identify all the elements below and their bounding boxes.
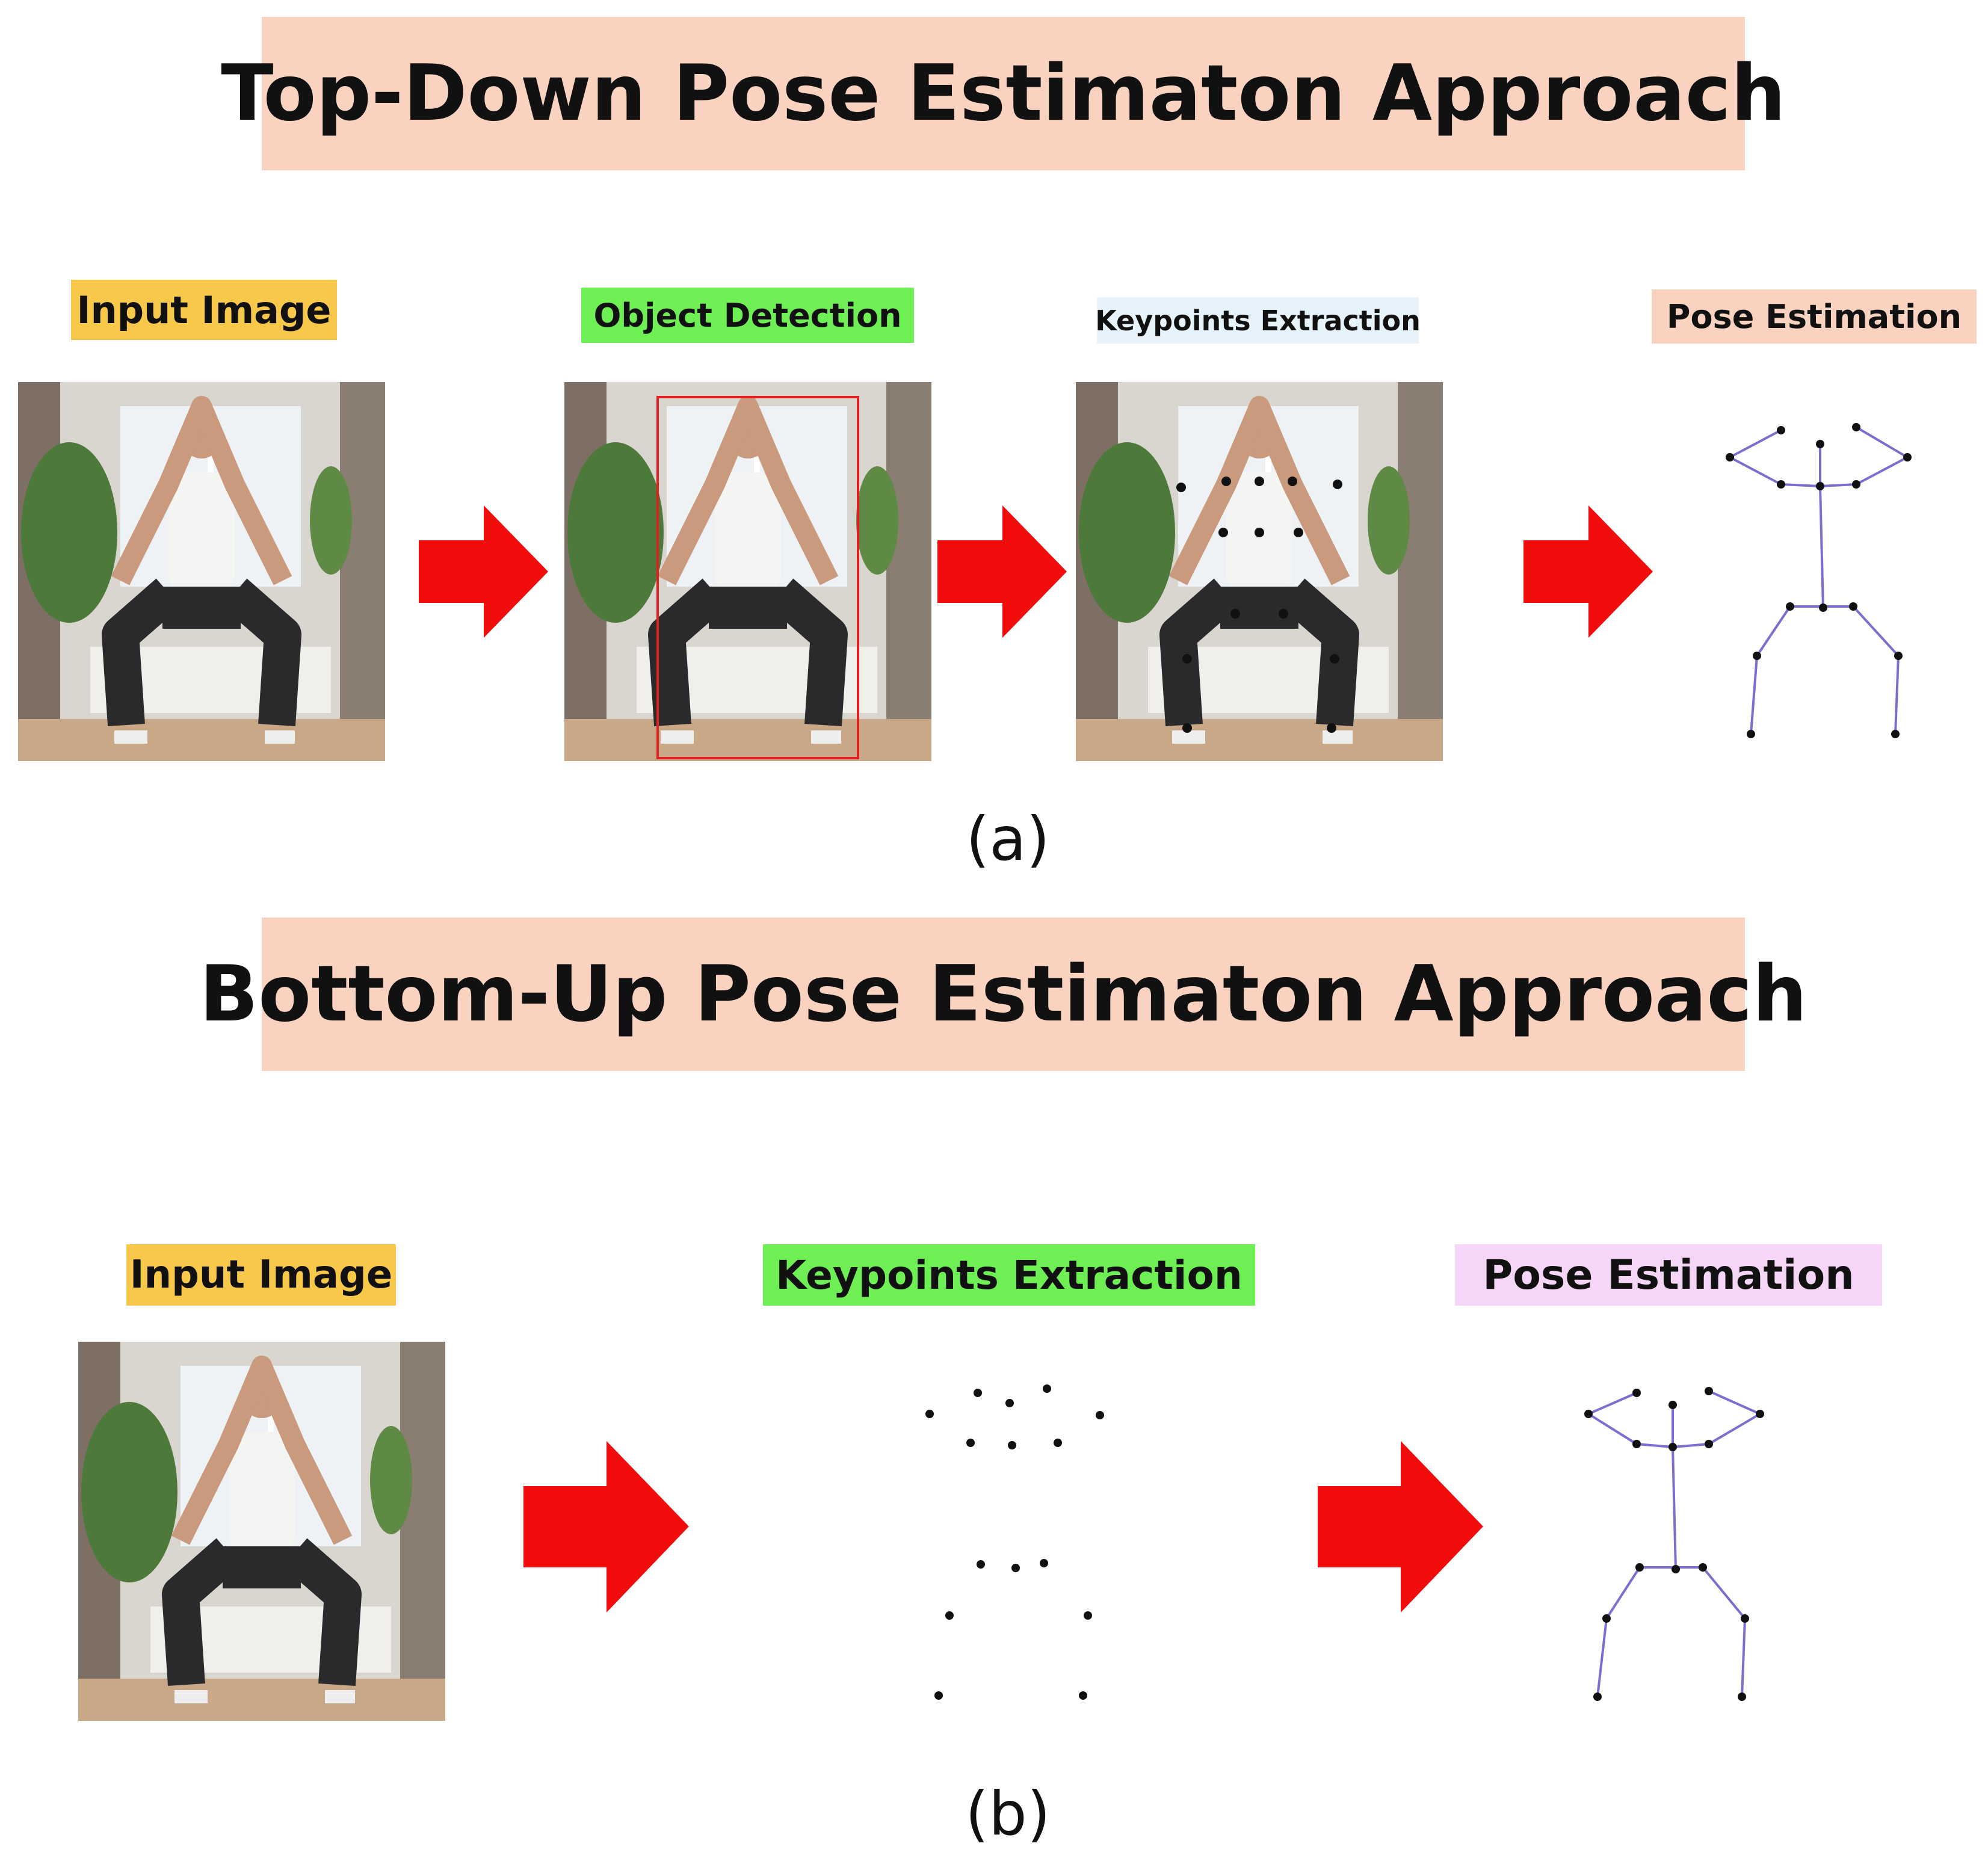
joint	[1182, 654, 1192, 664]
top-detection-label: Object Detection	[581, 288, 914, 343]
top-keypoints-label: Keypoints Extraction	[1095, 297, 1421, 344]
joint	[1330, 654, 1339, 664]
bottom-keypoints-label: Keypoints Extraction	[763, 1244, 1255, 1306]
top-detection-photo	[564, 382, 931, 761]
bottom-input-photo	[78, 1342, 445, 1721]
caption-a: (a)	[966, 804, 1050, 874]
top-input-photo	[18, 382, 385, 761]
top-pose-label: Pose Estimation	[1652, 289, 1977, 344]
top-arrow-1	[419, 505, 548, 638]
caption-b: (b)	[965, 1779, 1051, 1849]
joint	[1221, 477, 1231, 486]
joint	[1218, 528, 1228, 537]
bottom-pose-label: Pose Estimation	[1455, 1244, 1882, 1306]
top-input-label: Input Image	[71, 280, 337, 340]
bottom-arrow-1	[523, 1441, 689, 1612]
joint	[1182, 723, 1192, 733]
joint	[1255, 528, 1264, 537]
joint	[1279, 609, 1288, 619]
bottom-keypoints-scatter	[909, 1372, 1131, 1709]
joint	[1255, 477, 1264, 486]
bottom-title-banner: Bottom-Up Pose Estimaton Approach	[200, 918, 1807, 1071]
top-title: Top-Down Pose Estimaton Approach	[221, 49, 1786, 138]
top-title-banner: Top-Down Pose Estimaton Approach	[221, 17, 1786, 170]
top-arrow-2	[937, 505, 1067, 638]
joint	[1294, 528, 1303, 537]
joint	[1230, 609, 1240, 619]
joint	[1327, 723, 1336, 733]
joint	[1176, 483, 1186, 492]
top-keypoints-photo	[1076, 382, 1443, 761]
joint	[1288, 477, 1297, 486]
bottom-input-label: Input Image	[126, 1244, 396, 1306]
top-pose-skeleton	[1721, 415, 1925, 752]
bottom-title: Bottom-Up Pose Estimaton Approach	[199, 949, 1807, 1039]
top-arrow-3	[1523, 505, 1653, 638]
bottom-pose-skeleton	[1579, 1378, 1784, 1715]
detection-bounding-box	[656, 396, 859, 759]
bottom-arrow-2	[1318, 1441, 1483, 1612]
joint	[1333, 480, 1342, 489]
